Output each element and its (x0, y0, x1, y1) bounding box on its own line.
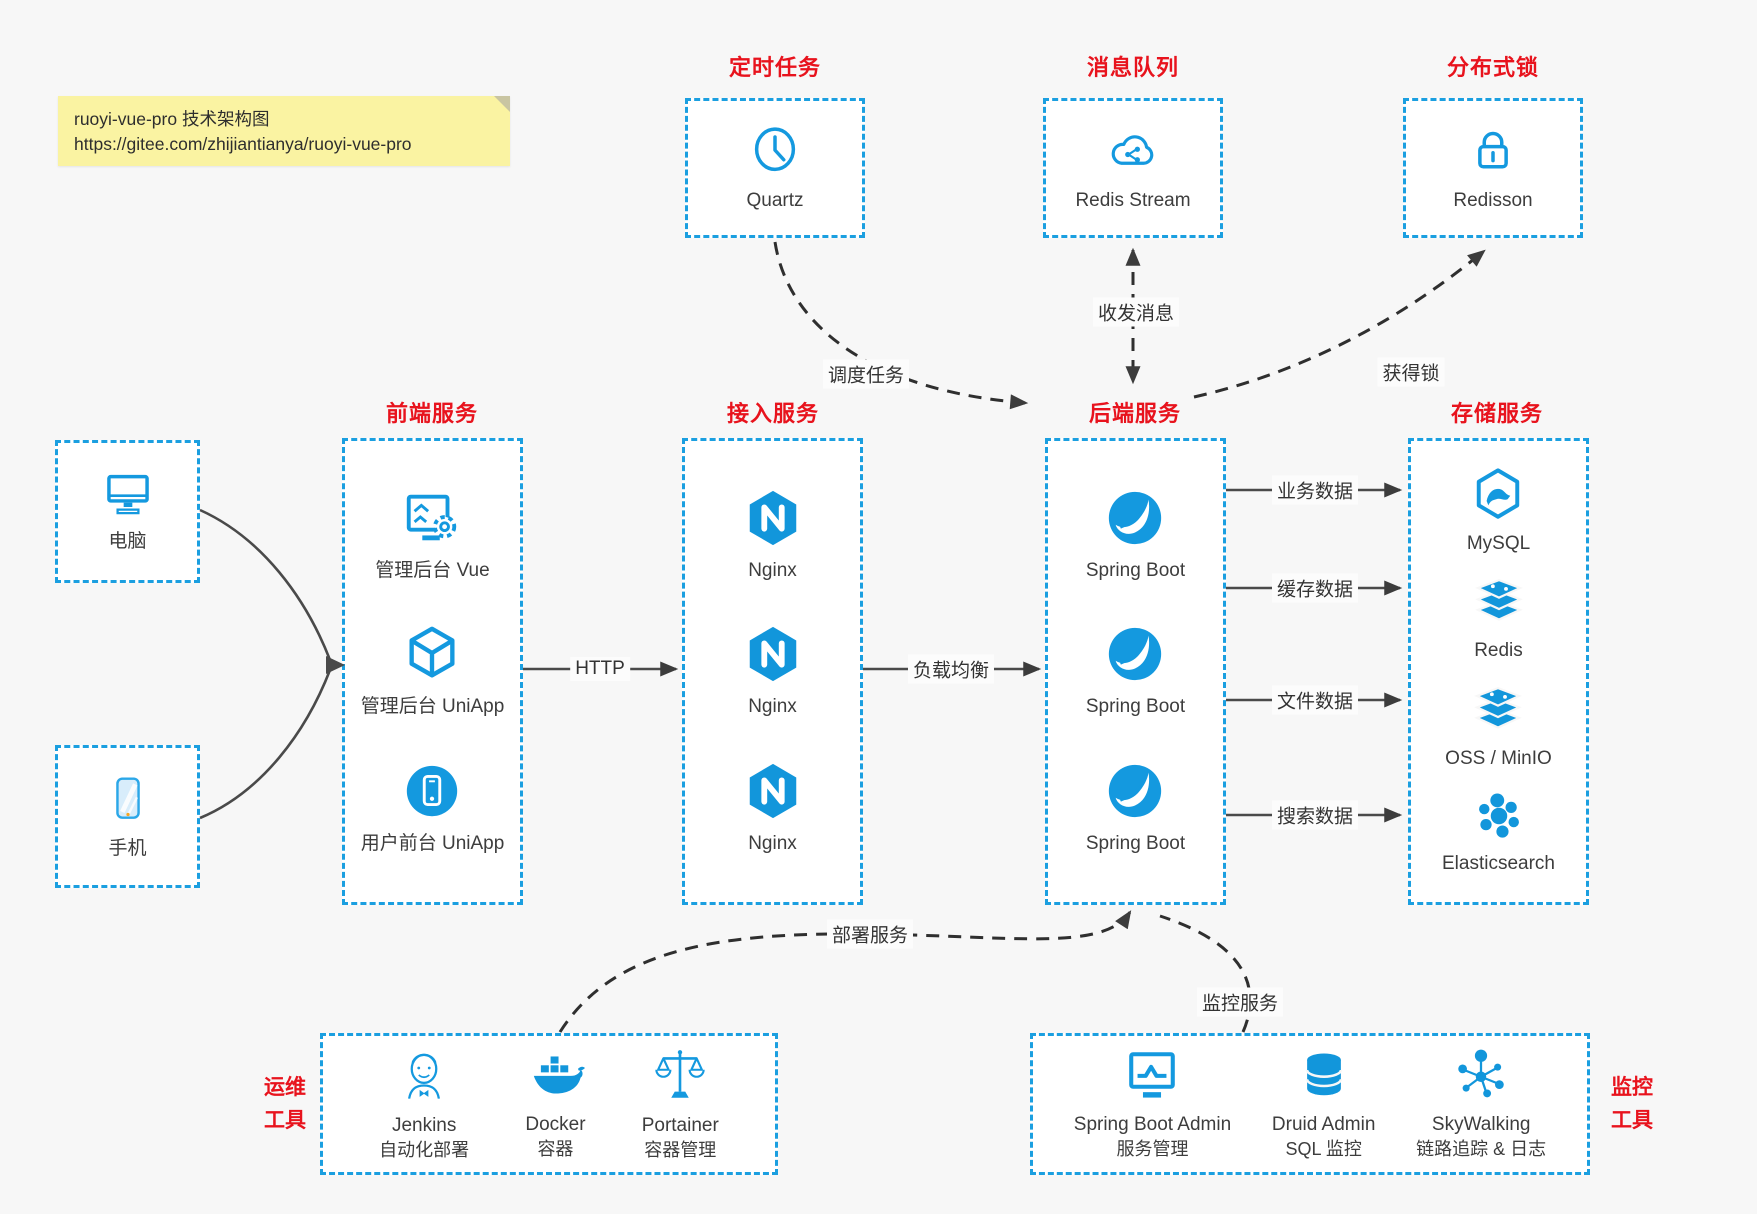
elasticsearch-icon (1478, 793, 1519, 839)
gateway-item-3: Nginx (742, 760, 804, 857)
box-scheduled-job: Quartz (685, 98, 865, 238)
box-gateway: Nginx Nginx Nginx (682, 438, 863, 905)
edge-acquire-lock: 获得锁 (1377, 357, 1445, 387)
storage-item-elasticsearch: Elasticsearch (1442, 790, 1555, 877)
edge-cache-data: 缓存数据 (1271, 573, 1359, 603)
title-storage: 存储服务 (1450, 401, 1544, 426)
box-frontend: 管理后台 Vue 管理后台 UniApp 用户前台 UniApp (342, 438, 523, 905)
nginx-icon (749, 763, 796, 818)
sticky-note: ruoyi-vue-pro 技术架构图 https://gitee.com/zh… (58, 96, 510, 166)
sticky-note-fold (494, 96, 510, 112)
title-gateway: 接入服务 (726, 401, 820, 426)
edge-file-data: 文件数据 (1271, 685, 1359, 715)
title-distributed-lock: 分布式锁 (1446, 55, 1540, 80)
note-title: ruoyi-vue-pro 技术架构图 (74, 109, 270, 129)
title-ops-tools: 运维 工具 (264, 1076, 306, 1132)
storage-item-mysql: MySQL (1467, 466, 1530, 557)
box-client-phone: 手机 (55, 745, 200, 888)
nginx-icon (749, 490, 796, 545)
portainer-icon (655, 1049, 705, 1098)
ops-item-portainer: Portainer 容器管理 (642, 1046, 719, 1163)
ops-item-jenkins: Jenkins 自动化部署 (379, 1046, 469, 1163)
backend-item-1: Spring Boot (1086, 487, 1185, 584)
cloud-share-icon (1111, 134, 1154, 165)
spring-boot-icon (1109, 628, 1162, 681)
monitor-item-skywalking: SkyWalking 链路追踪 & 日志 (1416, 1047, 1546, 1162)
smartphone-icon (115, 777, 140, 820)
object-storage-icon (1474, 686, 1523, 729)
spring-boot-icon (1109, 764, 1162, 817)
edge-business-data: 业务数据 (1271, 475, 1359, 505)
box-ops-tools: Jenkins 自动化部署 Docker 容器 (320, 1033, 778, 1175)
distributed-lock-label: Redisson (1453, 189, 1533, 211)
edge-deploy-service: 部署服务 (826, 919, 914, 949)
mobile-app-icon (407, 765, 458, 816)
spring-boot-icon (1109, 491, 1162, 544)
frontend-item-admin-vue: 管理后台 Vue (375, 487, 490, 584)
admin-monitor-icon (1129, 1051, 1176, 1098)
gateway-item-1: Nginx (742, 487, 804, 584)
box-message-queue: Redis Stream (1043, 98, 1223, 238)
edge-search-data: 搜索数据 (1271, 800, 1359, 830)
box-distributed-lock: Redisson (1403, 98, 1583, 238)
lock-icon (1478, 131, 1508, 169)
title-scheduled-job: 定时任务 (728, 55, 822, 80)
title-monitor-tools: 监控 工具 (1611, 1076, 1653, 1132)
redis-icon (1474, 579, 1523, 622)
box-backend: Spring Boot Spring Boot Spring Boot (1045, 438, 1226, 905)
title-frontend: 前端服务 (385, 401, 479, 426)
client-to-frontend-arrows (199, 508, 332, 820)
cube-icon (409, 626, 456, 678)
edge-schedule-job: 调度任务 (822, 359, 910, 389)
title-backend: 后端服务 (1088, 401, 1182, 426)
edge-http: HTTP (570, 657, 630, 681)
title-message-queue: 消息队列 (1086, 55, 1180, 80)
jenkins-icon (408, 1053, 441, 1099)
database-icon (1305, 1053, 1342, 1095)
mysql-icon (1477, 468, 1520, 519)
docker-icon (534, 1056, 586, 1094)
edge-message: 收发消息 (1092, 297, 1180, 327)
storage-item-oss: OSS / MinIO (1445, 683, 1552, 772)
clock-icon (754, 127, 796, 171)
box-monitor-tools: Spring Boot Admin 服务管理 Druid Admin SQL 监… (1030, 1033, 1590, 1175)
backend-item-2: Spring Boot (1086, 623, 1185, 720)
gateway-item-2: Nginx (742, 623, 804, 720)
scheduled-job-label: Quartz (746, 189, 804, 211)
backend-item-3: Spring Boot (1086, 760, 1185, 857)
admin-dashboard-icon (407, 494, 457, 541)
nginx-icon (749, 627, 796, 682)
desktop-icon (106, 475, 149, 515)
edge-monitor-service: 监控服务 (1196, 987, 1284, 1017)
note-url: https://gitee.com/zhijiantianya/ruoyi-vu… (74, 134, 412, 155)
message-queue-label: Redis Stream (1075, 189, 1191, 211)
box-storage: MySQL Redis OSS / MinIO (1408, 438, 1589, 905)
frontend-item-admin-uniapp: 管理后台 UniApp (361, 623, 504, 720)
box-client-pc: 电脑 (55, 440, 200, 583)
storage-item-redis: Redis (1471, 575, 1527, 664)
monitor-item-druid: Druid Admin SQL 监控 (1272, 1047, 1375, 1162)
skywalking-icon (1458, 1049, 1504, 1097)
client-pc-label: 电脑 (108, 531, 147, 553)
ops-item-docker: Docker 容器 (525, 1047, 586, 1162)
monitor-item-sba: Spring Boot Admin 服务管理 (1074, 1047, 1231, 1162)
client-phone-label: 手机 (108, 838, 147, 860)
frontend-item-user-uniapp: 用户前台 UniApp (361, 760, 504, 857)
edge-load-balance: 负载均衡 (907, 654, 995, 684)
